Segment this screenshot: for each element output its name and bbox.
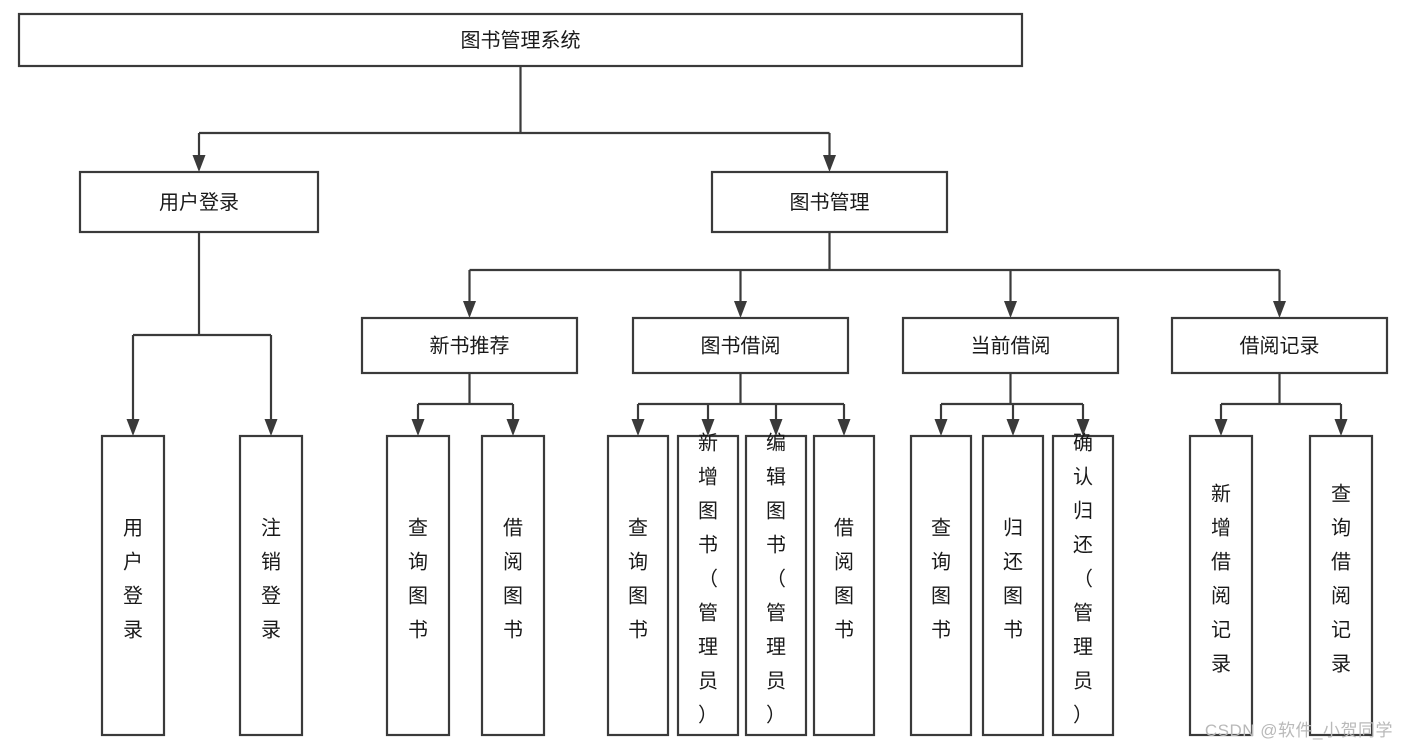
connector-bookmanage-to-level2 [463, 232, 1286, 318]
leaf-node-cb-query[interactable]: 查询图书 [909, 434, 973, 737]
node-label: 归还图书 [1003, 517, 1023, 642]
leaf-node-user-logout-leaf[interactable]: 注销登录 [238, 434, 304, 737]
node-label: 新增图书（管理员） [698, 432, 718, 727]
leaf-node-nbr-borrow[interactable]: 借阅图书 [480, 434, 546, 737]
leaf-node-bb-borrow[interactable]: 借阅图书 [812, 434, 876, 737]
level2-node-current-borrow[interactable]: 当前借阅 [901, 316, 1120, 375]
connector-root-to-level1 [192, 66, 836, 172]
connector-userlogin-to-leaves [126, 232, 278, 436]
node-label: 新书推荐 [430, 335, 510, 358]
leaf-node-bb-add[interactable]: 新增图书（管理员） [676, 432, 740, 737]
leaf-node-br-query[interactable]: 查询借阅记录 [1308, 434, 1374, 737]
node-label: 图书管理系统 [461, 29, 581, 52]
node-label: 用户登录 [123, 518, 143, 642]
node-label: 查询图书 [408, 517, 428, 642]
leaf-node-cb-confirm[interactable]: 确认归还（管理员） [1051, 432, 1115, 737]
leaf-node-nbr-query[interactable]: 查询图书 [385, 434, 451, 737]
level1-node-book-manage[interactable]: 图书管理 [710, 170, 949, 234]
node-label: 查询借阅记录 [1331, 483, 1351, 676]
node-label: 借阅记录 [1240, 335, 1320, 358]
node-label: 编辑图书（管理员） [766, 432, 786, 727]
csdn-watermark: CSDN @软件_小贺同学 [1204, 721, 1393, 740]
root-node-root[interactable]: 图书管理系统 [17, 12, 1024, 68]
node-label: 查询图书 [628, 517, 648, 642]
node-label: 确认归还（管理员） [1073, 432, 1093, 727]
node-label: 用户登录 [159, 191, 239, 214]
node-label: 借阅图书 [503, 517, 523, 642]
node-layer: 图书管理系统用户登录图书管理新书推荐图书借阅当前借阅借阅记录用户登录注销登录查询… [17, 12, 1389, 737]
connector-layer [126, 66, 1348, 436]
connector-br-to-leaves [1214, 373, 1348, 436]
leaf-node-user-login-leaf[interactable]: 用户登录 [100, 434, 166, 737]
level2-node-new-book-rec[interactable]: 新书推荐 [360, 316, 579, 375]
connector-bb-to-leaves [631, 373, 851, 436]
connector-nbr-to-leaves [411, 373, 520, 436]
node-label: 当前借阅 [971, 335, 1051, 358]
level2-node-book-borrow[interactable]: 图书借阅 [631, 316, 850, 375]
node-label: 新增借阅记录 [1211, 483, 1231, 676]
level2-node-borrow-record[interactable]: 借阅记录 [1170, 316, 1389, 375]
connector-cb-to-leaves [934, 373, 1090, 436]
node-label: 查询图书 [931, 517, 951, 642]
node-label: 图书管理 [790, 191, 870, 214]
leaf-node-cb-return[interactable]: 归还图书 [981, 434, 1045, 737]
leaf-node-bb-edit[interactable]: 编辑图书（管理员） [744, 432, 808, 737]
leaf-node-br-add[interactable]: 新增借阅记录 [1188, 434, 1254, 737]
node-label: 注销登录 [261, 517, 281, 642]
level1-node-user-login[interactable]: 用户登录 [78, 170, 320, 234]
node-label: 图书借阅 [701, 335, 781, 358]
node-label: 借阅图书 [834, 517, 854, 642]
leaf-node-bb-query[interactable]: 查询图书 [606, 434, 670, 737]
